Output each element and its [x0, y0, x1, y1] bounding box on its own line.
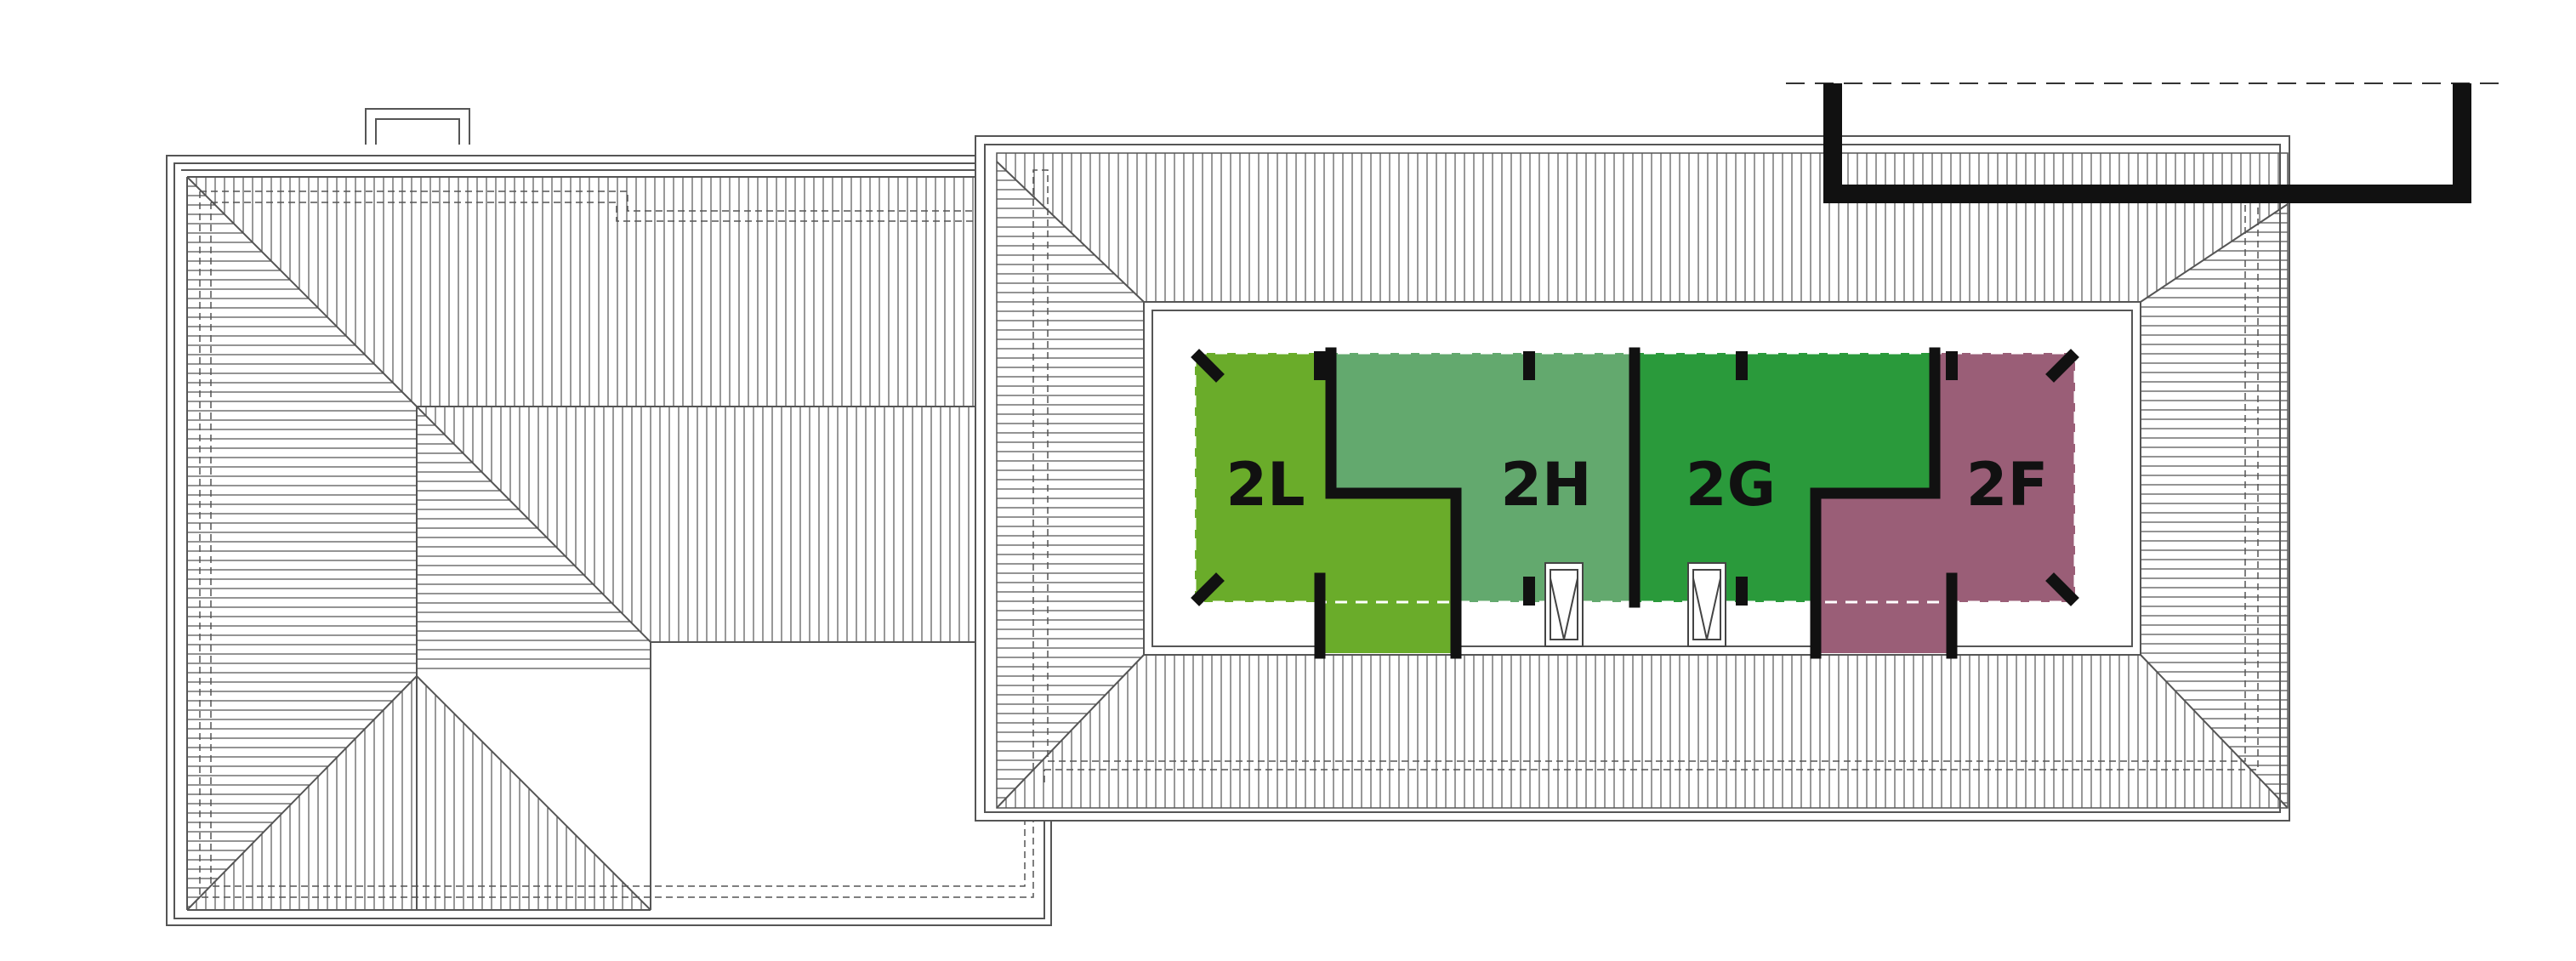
unit-2h[interactable]: [1331, 353, 1635, 602]
units: 2L 2H 2G 2F: [1191, 347, 2079, 659]
skylight: [1687, 562, 1726, 647]
dormer-outline: [1143, 301, 2141, 656]
west-roof: [166, 108, 1052, 926]
unit-2l[interactable]: [1195, 353, 1456, 653]
interior-walls: [1314, 347, 1958, 659]
unit-label-2l: 2L: [1225, 450, 1305, 520]
unit-label-2f: 2F: [1966, 450, 2049, 520]
gutter-dashed-line: [1032, 169, 2259, 782]
balcony-wall: [1823, 83, 2471, 203]
unit-dashed-outline: [1193, 351, 2077, 604]
balcony: [1786, 82, 2509, 203]
unit-2g[interactable]: [1635, 353, 1935, 602]
chimney: [365, 108, 470, 145]
roof-slope-hatch: [187, 177, 979, 910]
hip-lines: [186, 176, 980, 911]
unit-label-2g: 2G: [1686, 450, 1776, 520]
unit-label-2h: 2H: [1500, 450, 1591, 520]
gutter-dashed-line: [199, 190, 1034, 898]
hip-lines: [996, 161, 2289, 809]
unit-2f[interactable]: [1816, 353, 2075, 653]
wall-stubs: [1191, 349, 2079, 606]
skylight: [1544, 562, 1584, 647]
